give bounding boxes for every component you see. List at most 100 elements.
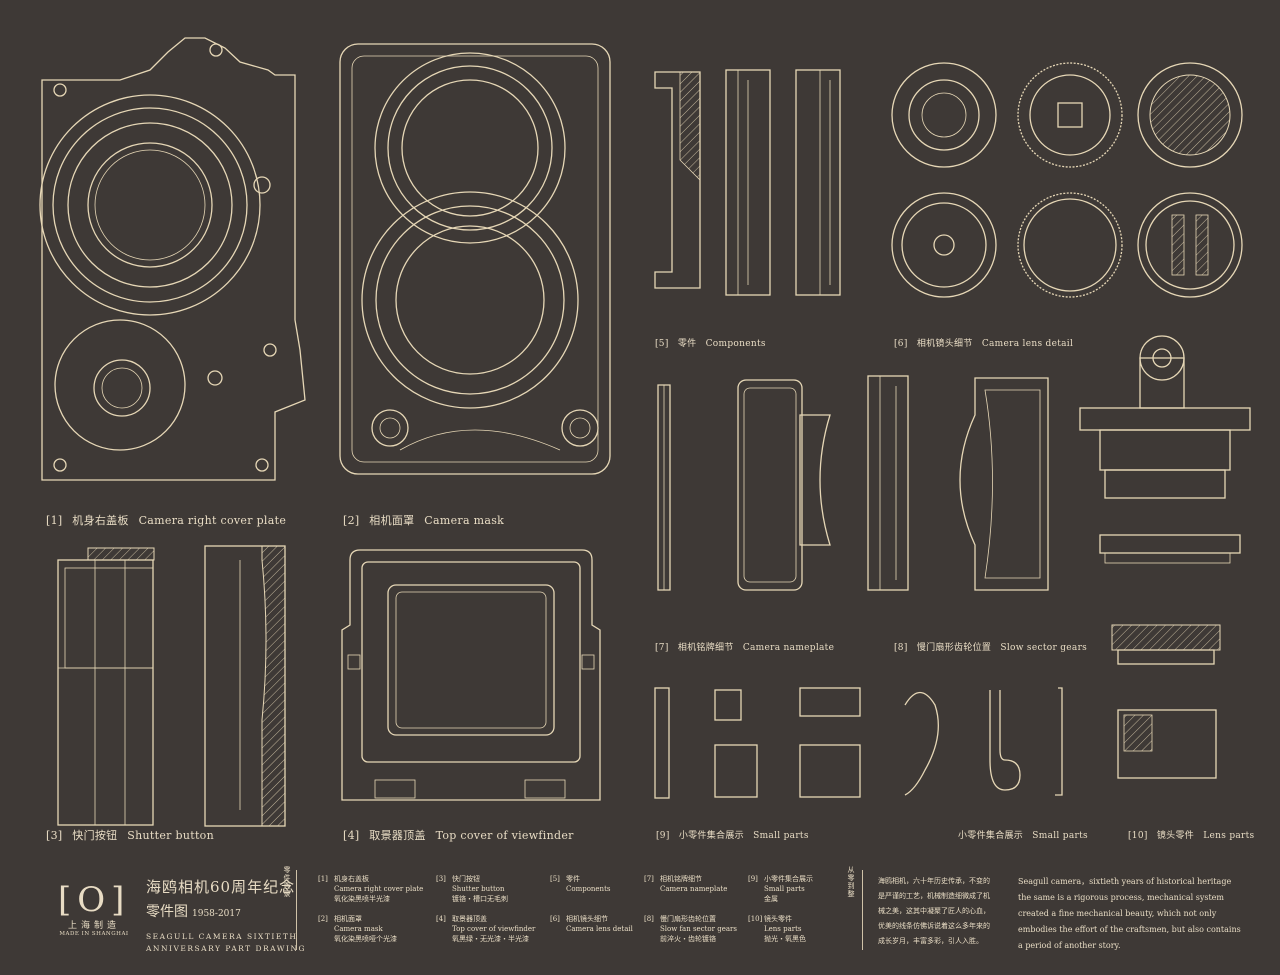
small-parts-drawing [654,687,1063,799]
legend-note: 氧黑绿・无光漆・半光漆 [452,935,529,943]
legend-cn: 零件 [566,875,580,883]
legend-item-3: [3] 快门按钮 Shutter button 镀铬・槽口无毛刺 [436,874,508,904]
camera-right-cover-plate-drawing [39,37,306,481]
caption-en: Top cover of viewfinder [435,829,574,842]
legend-item-7: [7] 相机铭牌细节 Camera nameplate [644,874,727,894]
caption-number: [8] [894,643,908,653]
caption-cn: 相机镜头细节 [916,339,973,349]
legend-cn: 镜头零件 [764,915,792,923]
legend-number: [2] [318,915,328,923]
caption-part-3: [3] 快门按钮 Shutter button [46,827,220,843]
title-en-line-1: SEAGULL CAMERA SIXTIETH [146,932,298,941]
legend-item-2: [2] 相机面罩 Camera mask 氧化染黑喷哑个光漆 [318,914,397,944]
brand-logo: [O] 上海制造 MADE IN SHANGHAI [58,882,130,937]
nameplate-drawing [657,379,831,591]
caption-number: [3] [46,829,63,842]
caption-part-9b: 小零件集合展示 Small parts [958,828,1094,841]
lens-details-drawing [891,62,1243,298]
legend-item-10: [10]镜头零件 Lens parts 抛光・氧黑色 [748,914,806,944]
legend-note: 氧化染黑喷哑个光漆 [334,935,397,943]
caption-cn: 慢门扇形齿轮位置 [916,643,992,653]
viewfinder-top-cover-drawing [341,549,601,801]
legend-note: 抛光・氧黑色 [764,935,806,943]
components-drawing [654,69,841,296]
legend-en: Camera nameplate [660,885,728,893]
caption-en: Camera right cover plate [138,514,287,527]
caption-number: [2] [343,514,360,527]
caption-cn: 镜头零件 [1156,831,1195,841]
caption-part-7: [7] 相机铭牌细节 Camera nameplate [655,640,840,653]
caption-part-5: [5] 零件 Components [655,336,772,349]
legend-number: [8] [644,915,654,923]
legend-number: [4] [436,915,446,923]
caption-cn: 相机面罩 [369,514,415,527]
caption-en: Slow sector gears [1000,643,1088,653]
vertical-label-parts: 零件目录 [283,866,291,898]
description-en: Seagull camera，sixtieth years of histori… [1018,877,1241,950]
caption-cn: 相机铭牌细节 [677,643,734,653]
caption-cn: 零件 [677,339,697,349]
legend-number: [7] [644,875,654,883]
caption-en: Small parts [753,831,809,841]
legend-cn: 快门按钮 [452,875,480,883]
legend-note: 氧化染黑喷半光漆 [334,895,390,903]
legend-en: Shutter button [452,885,505,893]
caption-part-8: [8] 慢门扇形齿轮位置 Slow sector gears [894,640,1093,653]
caption-part-9: [9] 小零件集合展示 Small parts [656,828,815,841]
legend-en: Lens parts [764,925,802,933]
caption-cn: 机身右盖板 [72,514,129,527]
caption-number: [1] [46,514,63,527]
legend-en: Top cover of viewfinder [452,925,536,933]
subtitle-cn: 零件图 [146,904,188,920]
caption-cn: 快门按钮 [72,829,118,842]
legend-note: 镀铬・槽口无毛刺 [452,895,508,903]
caption-en: Camera mask [424,514,505,527]
shutter-button-drawing [57,545,286,827]
caption-number: [6] [894,339,908,349]
legend-number: [3] [436,875,446,883]
caption-en: Lens parts [1203,831,1255,841]
caption-en: Camera lens detail [981,339,1074,349]
caption-en: Small parts [1032,831,1088,841]
caption-part-4: [4] 取景器顶盖 Top cover of viewfinder [343,827,580,843]
legend-cn: 小零件集合展示 [764,875,813,883]
logo-en: MADE IN SHANGHAI [59,931,129,937]
legend-note: 前淬火・齿轮镀铬 [660,935,716,943]
caption-number: [5] [655,339,669,349]
caption-cn: 取景器顶盖 [369,829,426,842]
legend-number: [1] [318,875,328,883]
caption-en: Shutter button [127,829,214,842]
caption-cn: 小零件集合展示 [678,831,744,841]
caption-part-10: [10] 镜头零件 Lens parts [1128,828,1260,841]
legend-number: [10] [748,915,763,923]
legend-cn: 相机面罩 [334,915,362,923]
caption-number: [9] [656,831,670,841]
description-cn: 海鸥相机，六十年历史传承，不变的是严谨的工艺，机械制造细微成了机械之美，这其中凝… [878,877,990,945]
legend-note: 金属 [764,895,778,903]
camera-mask-drawing [339,43,611,475]
logo-cn: 上海制造 [67,921,120,931]
vertical-label-whole: 从零到整 [847,866,855,898]
footer: [O] 上海制造 MADE IN SHANGHAI 海鸥相机60周年纪念 零件图… [0,858,1280,968]
caption-part-2: [2] 相机面罩 Camera mask [343,512,510,528]
legend-cn: 相机铭牌细节 [660,875,702,883]
caption-number: [7] [655,643,669,653]
caption-number: [4] [343,829,360,842]
legend-cn: 慢门扇形齿轮位置 [660,915,716,923]
title-en-line-2: ANNIVERSARY PART DRAWING [146,944,307,953]
legend-cn: 机身右盖板 [334,875,369,883]
divider [862,870,863,950]
caption-cn: 小零件集合展示 [958,831,1024,841]
caption-en: Components [705,339,766,349]
legend-number: [5] [550,875,560,883]
title-cn: 海鸥相机60周年纪念 [146,878,296,896]
legend-en: Camera mask [334,925,383,933]
